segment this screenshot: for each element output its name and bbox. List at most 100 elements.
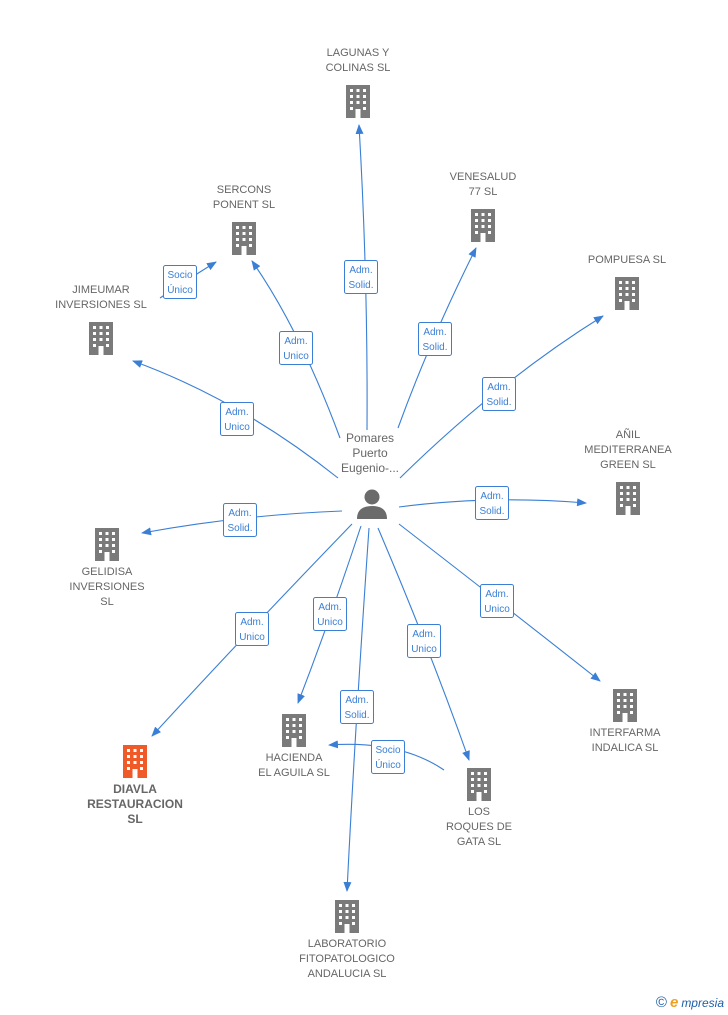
company-label: LABORATORIO	[308, 938, 387, 950]
company-label: DIAVLA	[113, 782, 157, 796]
company-label: MEDITERRANEA	[584, 444, 672, 456]
edge-label-box[interactable]	[480, 584, 514, 618]
edge-label-text: Único	[167, 283, 193, 296]
building-icon	[95, 528, 119, 561]
edge-label-text: Adm.	[225, 407, 248, 418]
edge-label-box[interactable]	[220, 402, 254, 436]
company-label: PONENT SL	[213, 199, 275, 211]
building-icon	[467, 768, 491, 801]
edge-center-to-pompuesa: Adm. Solid.	[399, 315, 604, 479]
center-label: Eugenio-...	[341, 461, 399, 475]
node-pompuesa[interactable]: POMPUESA SL	[588, 254, 666, 310]
node-center-person[interactable]: PomaresPuertoEugenio-...	[341, 431, 399, 519]
company-label: GATA SL	[457, 836, 501, 848]
edge-label-text: Solid.	[422, 342, 447, 353]
edge-label-box[interactable]	[313, 597, 347, 631]
building-icon	[123, 745, 147, 778]
building-icon	[89, 322, 113, 355]
edge-label-text: Adm.	[240, 617, 263, 628]
edge-label-text: Único	[375, 758, 401, 771]
edge-label-text: Adm.	[318, 602, 341, 613]
edge-label-text: Adm.	[487, 382, 510, 393]
edges-layer: Adm.Solid.Adm.Solid.Adm.UnicoAdm.Solid.A…	[132, 124, 604, 892]
edge-label-text: Solid.	[479, 506, 504, 517]
edge-label-text: Unico	[239, 632, 265, 643]
edge-label-box[interactable]	[235, 612, 269, 646]
company-label: SL	[127, 812, 142, 826]
edge-label-text: Socio	[167, 270, 192, 281]
edge-center-to-anil: Adm. Solid.	[398, 486, 587, 520]
edge-label-text: Adm.	[480, 491, 503, 502]
edge-center-to-hacienda: Adm. Unico	[297, 525, 362, 704]
building-icon	[232, 222, 256, 255]
building-icon	[616, 482, 640, 515]
edge-label-box[interactable]	[371, 740, 405, 774]
company-label: HACIENDA	[266, 752, 324, 764]
node-lagunas[interactable]: LAGUNAS Y COLINAS SL	[326, 47, 391, 118]
company-label: VENESALUD	[450, 171, 517, 183]
building-icon	[282, 714, 306, 747]
edge-label-box[interactable]	[223, 503, 257, 537]
edge-label-text: Adm.	[284, 336, 307, 347]
edge-label-box[interactable]	[279, 331, 313, 365]
edge-label-text: Unico	[411, 644, 437, 655]
edge-label-text: Adm.	[228, 508, 251, 519]
edge-center-to-laboratorio: Adm. Solid.	[340, 527, 374, 892]
edge-label-text: Unico	[317, 617, 343, 628]
edge-label-box[interactable]	[482, 377, 516, 411]
edge-label-box[interactable]	[418, 322, 452, 356]
copyright-symbol: ©	[655, 994, 667, 1011]
node-anil[interactable]: AÑIL MEDITERRANEA GREEN SL	[584, 428, 672, 515]
edge-label-text: Solid.	[227, 523, 252, 534]
edge-label-text: Socio	[375, 745, 400, 756]
edge-center-to-interfarma: Adm.Unico	[398, 523, 601, 682]
edge-label-text: Unico	[484, 604, 510, 615]
edge-center-to-sercons: Adm.Unico	[251, 260, 341, 439]
company-label: LOS	[468, 806, 490, 818]
brand-initial: e	[669, 994, 679, 1011]
edge-center-to-diavla: Adm. Unico	[151, 523, 353, 737]
building-icon	[335, 900, 359, 933]
center-label: Puerto	[352, 446, 388, 460]
edge-center-to-gelidisa: Adm. Solid.	[141, 503, 343, 537]
edge-center-to-roques: Adm.Unico	[377, 527, 470, 761]
edge-label-box[interactable]	[475, 486, 509, 520]
company-label: FITOPATOLOGICO	[299, 953, 395, 965]
node-sercons[interactable]: SERCONS PONENT SL	[213, 184, 275, 255]
edge-label-text: Adm.	[349, 265, 372, 276]
edge-label-text: Adm.	[345, 695, 368, 706]
company-label: EL AGUILA SL	[258, 767, 330, 779]
building-icon	[471, 209, 495, 242]
center-label: Pomares	[346, 431, 394, 445]
company-label: RESTAURACION	[87, 797, 183, 811]
company-label: AÑIL	[616, 428, 640, 441]
company-label: INVERSIONES SL	[55, 299, 147, 311]
edge-label-box[interactable]	[340, 690, 374, 724]
company-label: SL	[100, 596, 113, 608]
edge-label-text: Solid.	[344, 710, 369, 721]
edge-label-box[interactable]	[163, 265, 197, 299]
edge-label-box[interactable]	[344, 260, 378, 294]
edge-label-box[interactable]	[407, 624, 441, 658]
edge-center-to-jimeumar: Adm.Unico	[132, 360, 339, 479]
edge-center-to-venesalud: Adm.Solid.	[397, 247, 477, 429]
company-label: SERCONS	[217, 184, 271, 196]
node-hacienda[interactable]: HACIENDA EL AGUILA SL	[258, 714, 330, 779]
company-label: POMPUESA SL	[588, 254, 666, 266]
company-label: COLINAS SL	[326, 62, 391, 74]
edge-label-text: Solid.	[486, 397, 511, 408]
company-label: GREEN SL	[600, 459, 656, 471]
company-label: LAGUNAS Y	[327, 47, 390, 59]
company-label: INVERSIONES	[69, 581, 144, 593]
